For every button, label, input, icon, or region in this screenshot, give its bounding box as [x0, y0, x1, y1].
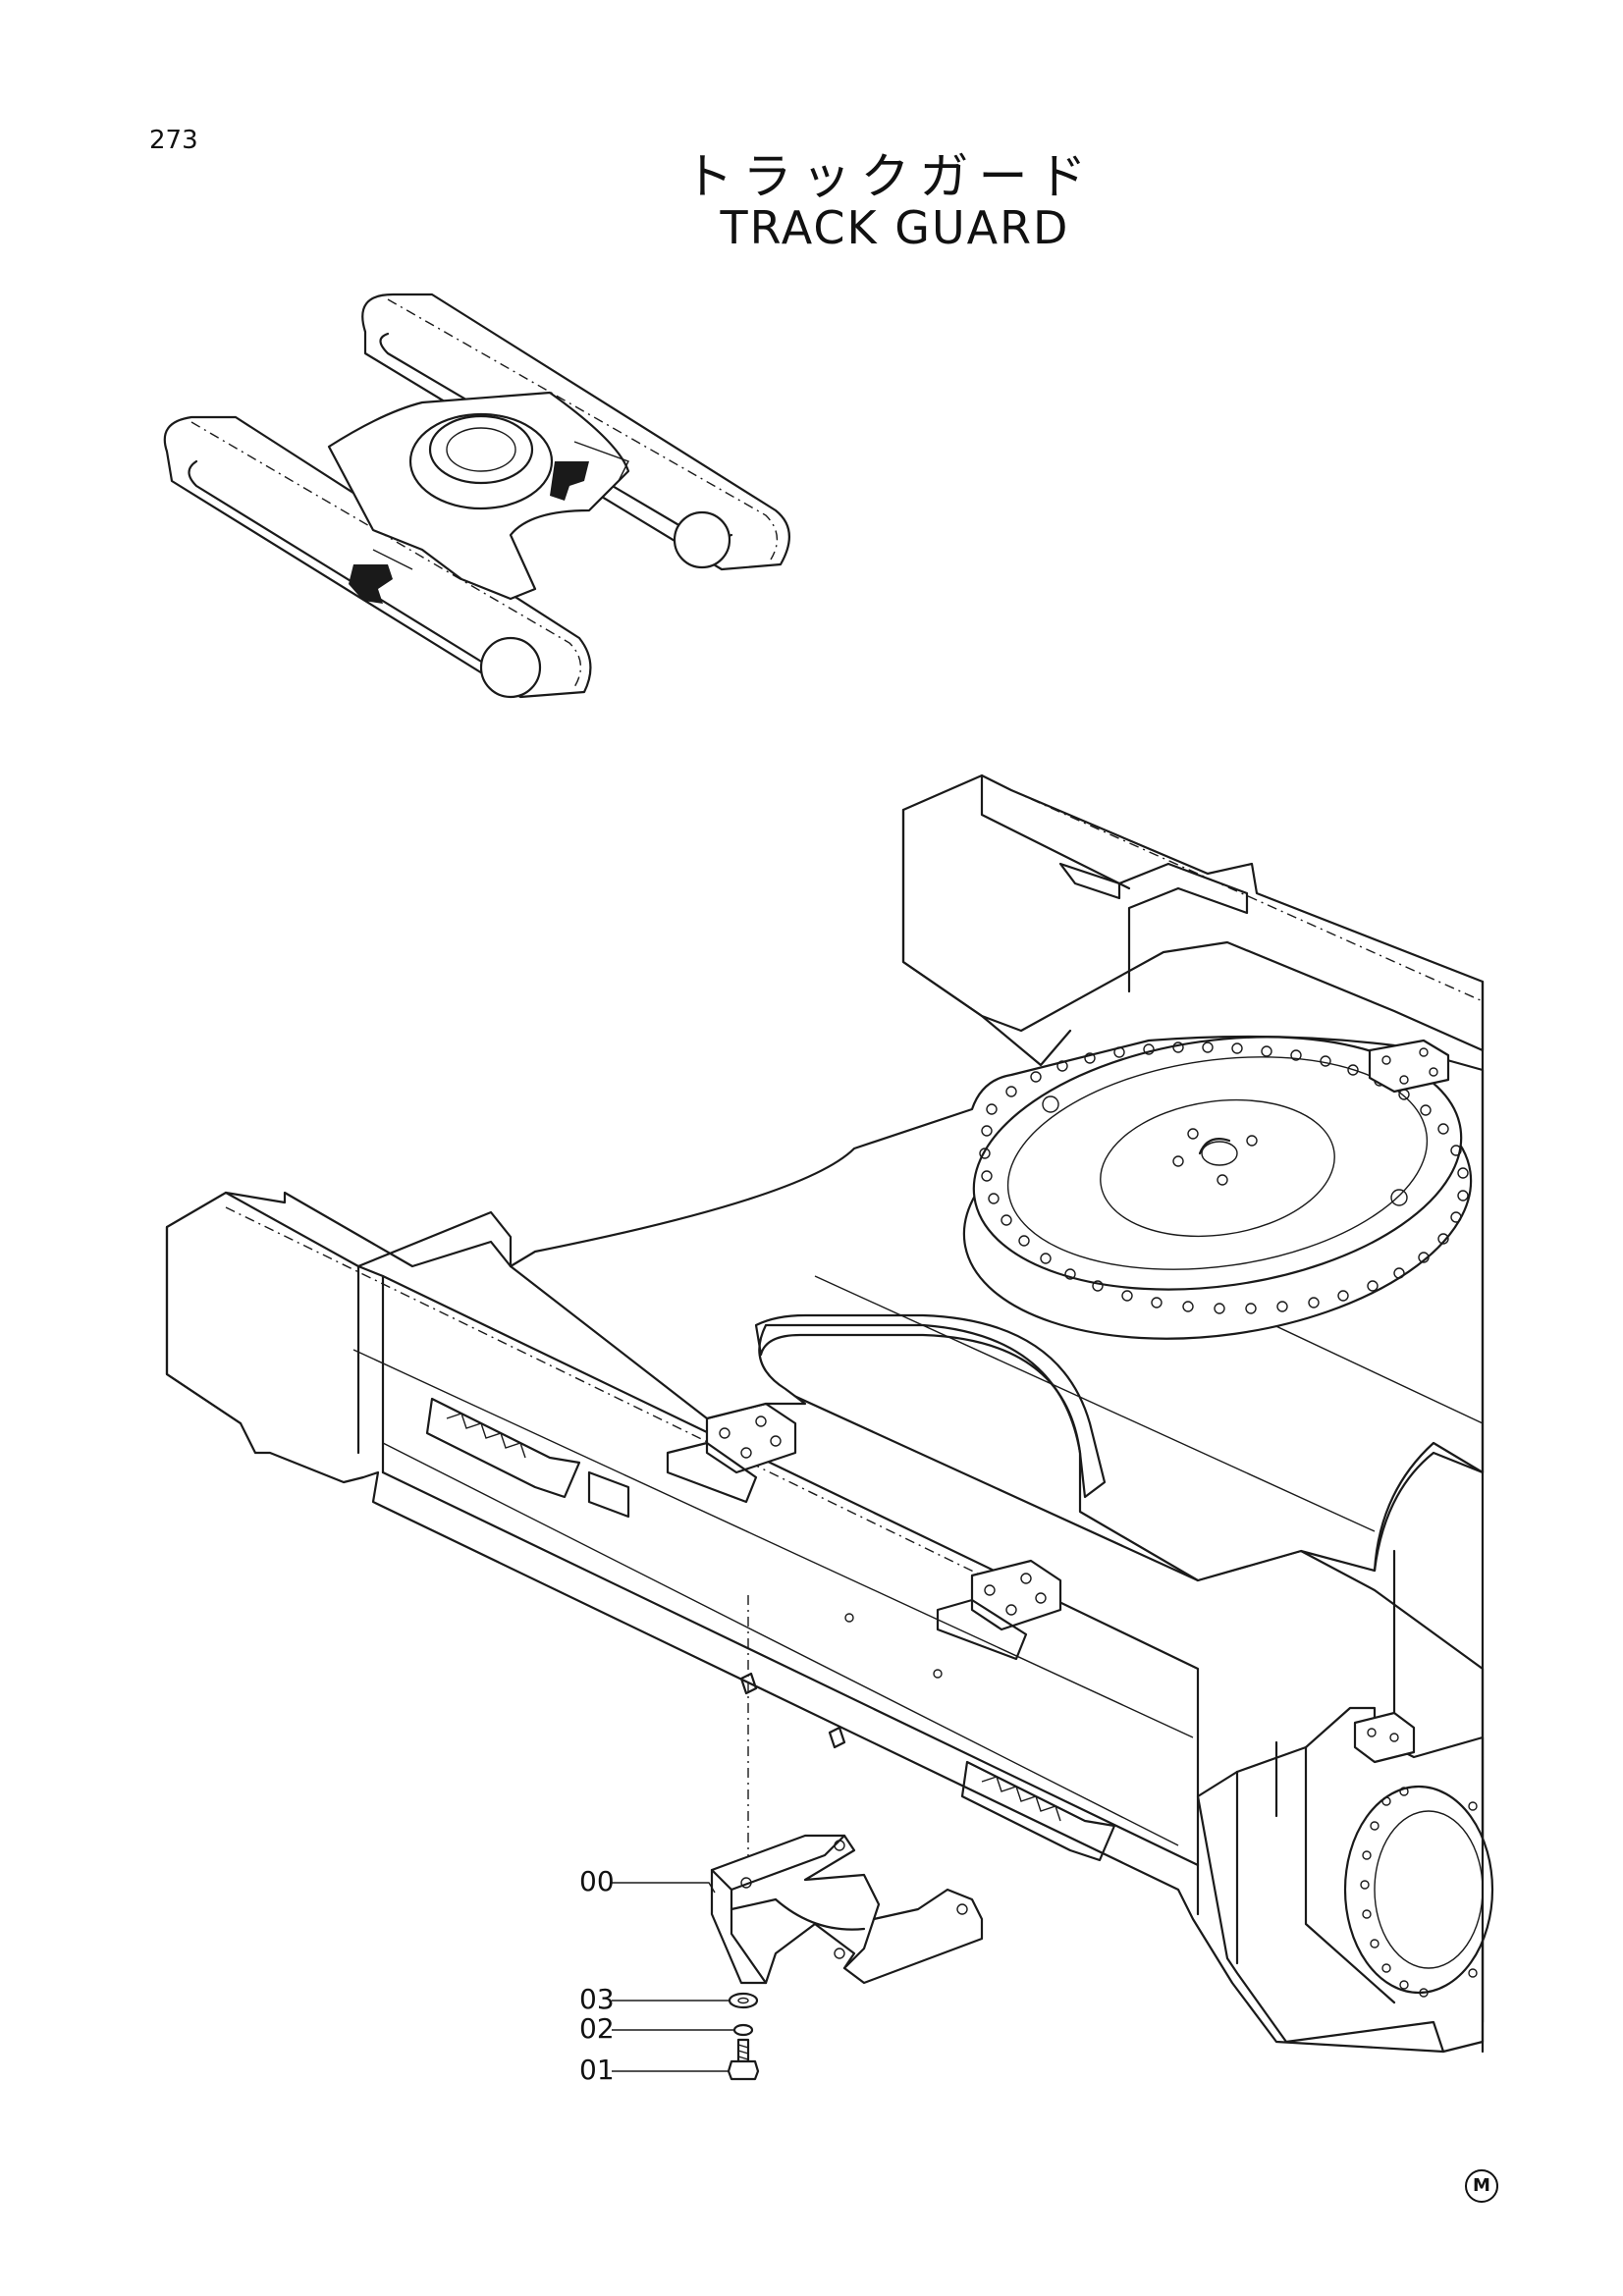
track-guard-assembly — [612, 1595, 984, 2081]
main-undercarriage — [165, 774, 1494, 2054]
callout-03: 03 — [579, 1983, 615, 2015]
callout-01: 01 — [579, 2054, 615, 2086]
callout-00: 00 — [579, 1865, 615, 1897]
overview-undercarriage — [163, 293, 790, 699]
flange-bolt-holes — [1360, 1787, 1478, 1998]
callout-02: 02 — [579, 2012, 615, 2045]
manufacturer-mark: M — [1465, 2169, 1498, 2203]
title-english: TRACK GUARD — [720, 201, 1070, 254]
title-japanese: トラックガード — [683, 148, 1097, 205]
page-number: 273 — [149, 126, 198, 155]
